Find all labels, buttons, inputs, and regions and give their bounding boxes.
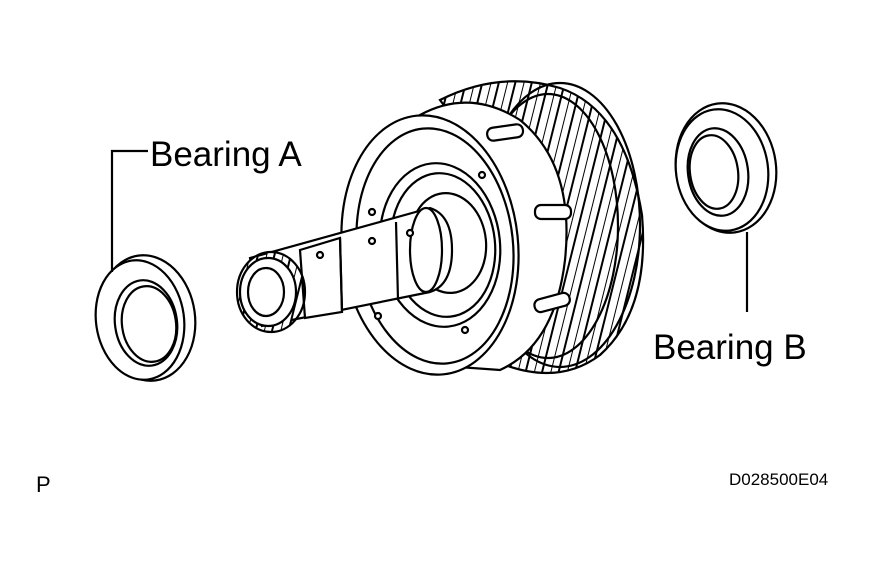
figure-code: D028500E04 [729,470,829,489]
bearing-a [94,254,197,382]
bearing-b [674,102,778,234]
bearing-b-label: Bearing B [653,328,807,367]
leader-line-bearing-a [110,149,148,272]
bearing-a-label: Bearing A [150,135,302,174]
corner-mark: P [36,472,51,497]
input-shaft [235,206,454,334]
